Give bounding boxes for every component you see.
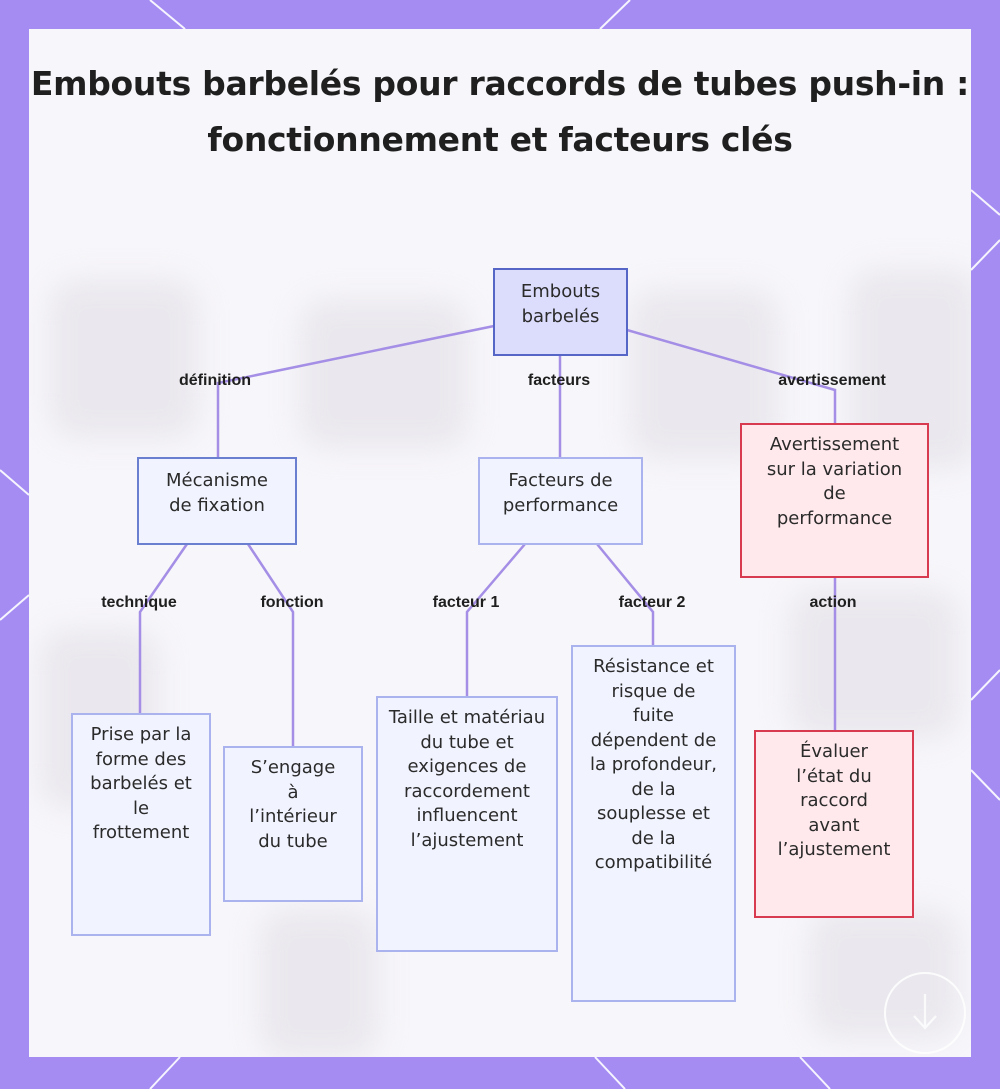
node-root: Embouts barbelés bbox=[493, 268, 628, 356]
node-engage-label: S’engage à l’intérieur du tube bbox=[249, 757, 337, 852]
background-blur bbox=[259, 909, 379, 1057]
node-size: Taille et matériau du tube et exigences … bbox=[376, 696, 558, 952]
edge-factor-2 bbox=[596, 543, 655, 646]
edge-function bbox=[246, 543, 295, 747]
node-warning-label: Avertissement sur la variation de perfor… bbox=[766, 434, 903, 529]
node-resistance-label: Résistance et risque de fuite dépendent … bbox=[590, 656, 717, 873]
download-arrow-icon-glyph bbox=[913, 994, 937, 1030]
node-size-label: Taille et matériau du tube et exigences … bbox=[388, 707, 546, 851]
edge-label-factor-1: facteur 1 bbox=[432, 594, 500, 611]
edge-label-factors: facteurs bbox=[527, 372, 591, 389]
node-root-label: Embouts barbelés bbox=[520, 281, 601, 327]
edge-label-action: action bbox=[809, 594, 857, 611]
edge-label-warning: avertissement bbox=[778, 372, 886, 389]
node-warning: Avertissement sur la variation de perfor… bbox=[740, 423, 929, 578]
edge-label-technique: technique bbox=[101, 594, 177, 611]
edge-label-function: fonction bbox=[260, 594, 324, 611]
edge-factor-1 bbox=[465, 543, 526, 697]
edge-warning bbox=[626, 328, 837, 424]
node-mechanism-label: Mécanisme de fixation bbox=[166, 470, 268, 516]
background-blur bbox=[49, 279, 199, 439]
node-evaluate: Évaluer l’état du raccord avant l’ajuste… bbox=[754, 730, 914, 918]
edge-label-factor-2: facteur 2 bbox=[618, 594, 686, 611]
node-mechanism: Mécanisme de fixation bbox=[137, 457, 297, 545]
node-resistance: Résistance et risque de fuite dépendent … bbox=[571, 645, 736, 1002]
node-grip-label: Prise par la forme des barbelés et le fr… bbox=[90, 724, 192, 843]
node-engage: S’engage à l’intérieur du tube bbox=[223, 746, 363, 902]
edge-technique bbox=[138, 543, 189, 714]
background-blur bbox=[789, 589, 959, 739]
node-grip: Prise par la forme des barbelés et le fr… bbox=[71, 713, 211, 936]
edge-label-definition: définition bbox=[179, 372, 251, 389]
node-performance: Facteurs de performance bbox=[478, 457, 643, 545]
node-evaluate-label: Évaluer l’état du raccord avant l’ajuste… bbox=[777, 741, 891, 860]
node-performance-label: Facteurs de performance bbox=[502, 470, 619, 516]
edge-definition bbox=[216, 324, 495, 458]
background-blur bbox=[299, 299, 469, 449]
download-arrow-icon bbox=[884, 972, 966, 1054]
diagram-title: Embouts barbelés pour raccords de tubes … bbox=[30, 64, 970, 159]
